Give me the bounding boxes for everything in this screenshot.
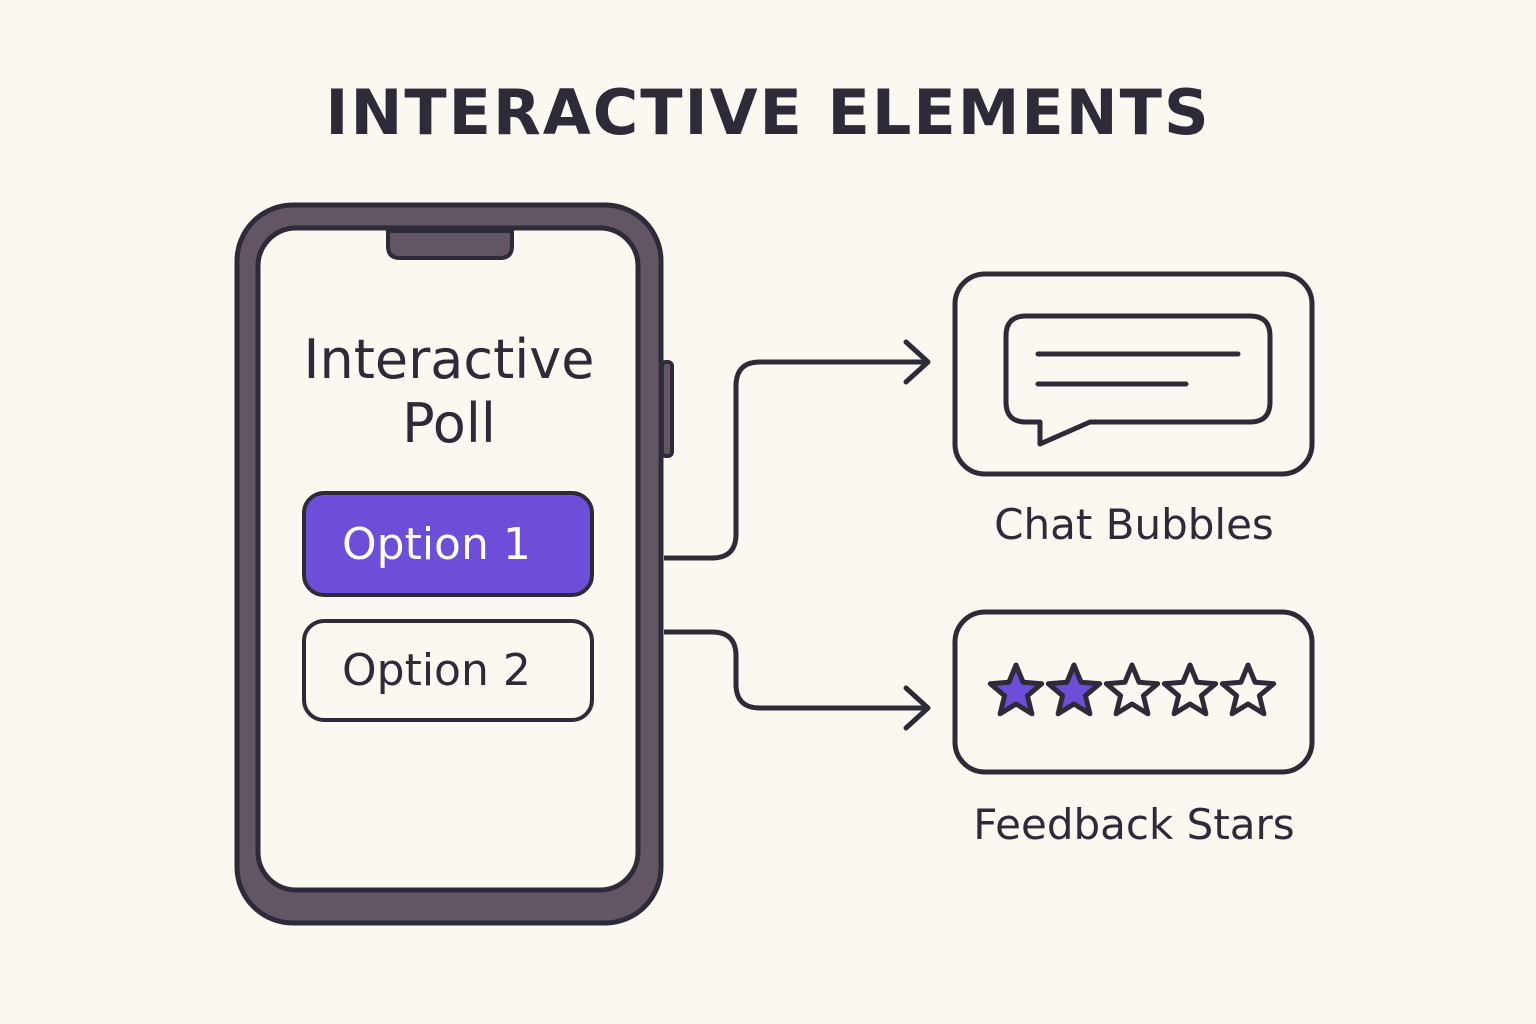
phone-notch: [386, 229, 514, 260]
connector-to-chat: [664, 359, 928, 561]
star-icon[interactable]: [1103, 662, 1161, 717]
star-icon[interactable]: [1219, 662, 1277, 717]
chat-bubble-icon: [1003, 313, 1273, 447]
poll-option-2[interactable]: Option 2: [302, 619, 594, 722]
poll-option-1[interactable]: Option 1: [302, 491, 594, 597]
arrowhead-stars: [903, 685, 931, 731]
arrowhead-chat: [903, 339, 931, 385]
poll-heading-line-1: Interactive: [303, 328, 595, 391]
page-title: INTERACTIVE ELEMENTS: [325, 76, 1211, 149]
poll-heading-line-2: Poll: [402, 392, 496, 455]
connector-to-stars: [664, 629, 928, 711]
star-rating[interactable]: [987, 662, 1277, 717]
poll-heading: Interactive Poll: [262, 328, 636, 456]
feedback-stars-caption: Feedback Stars: [973, 800, 1295, 849]
chat-bubbles-caption: Chat Bubbles: [994, 500, 1274, 549]
star-icon[interactable]: [987, 662, 1045, 717]
star-icon[interactable]: [1045, 662, 1103, 717]
star-icon[interactable]: [1161, 662, 1219, 717]
